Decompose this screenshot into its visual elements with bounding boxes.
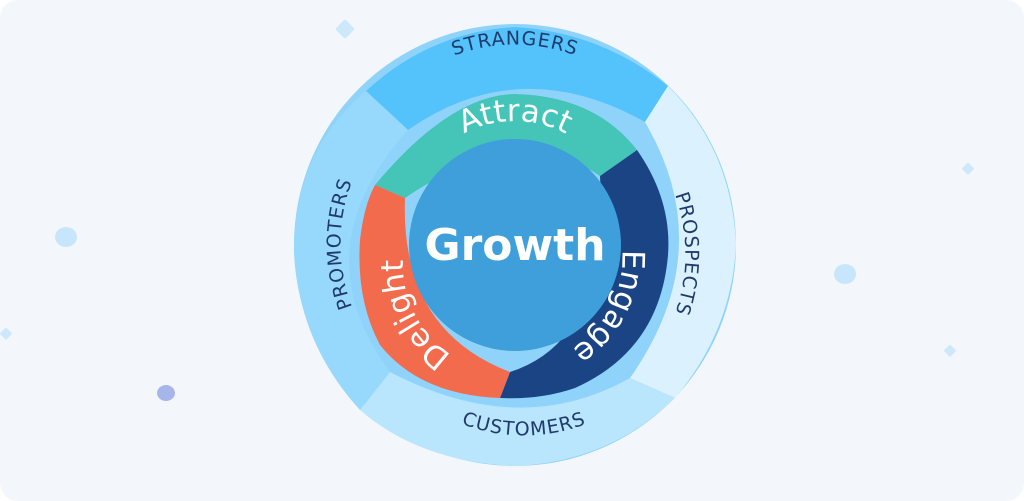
decor-diamond <box>0 327 12 340</box>
label-growth: Growth <box>424 220 605 271</box>
decor-dot <box>55 227 77 247</box>
decor-diamond <box>962 162 974 175</box>
decor-dot <box>834 264 856 284</box>
outer-segment-prospects <box>630 86 736 398</box>
outer-segment-strangers <box>366 27 668 130</box>
decor-diamond <box>335 19 355 39</box>
inner-segment-delight <box>359 185 510 398</box>
decor-dot <box>157 385 175 401</box>
outer-segment-customers <box>360 372 675 466</box>
outer-segment-promoters <box>294 91 408 410</box>
decor-diamond <box>944 344 956 357</box>
inner-segment-engage <box>500 150 669 399</box>
growth-hub <box>409 139 621 351</box>
